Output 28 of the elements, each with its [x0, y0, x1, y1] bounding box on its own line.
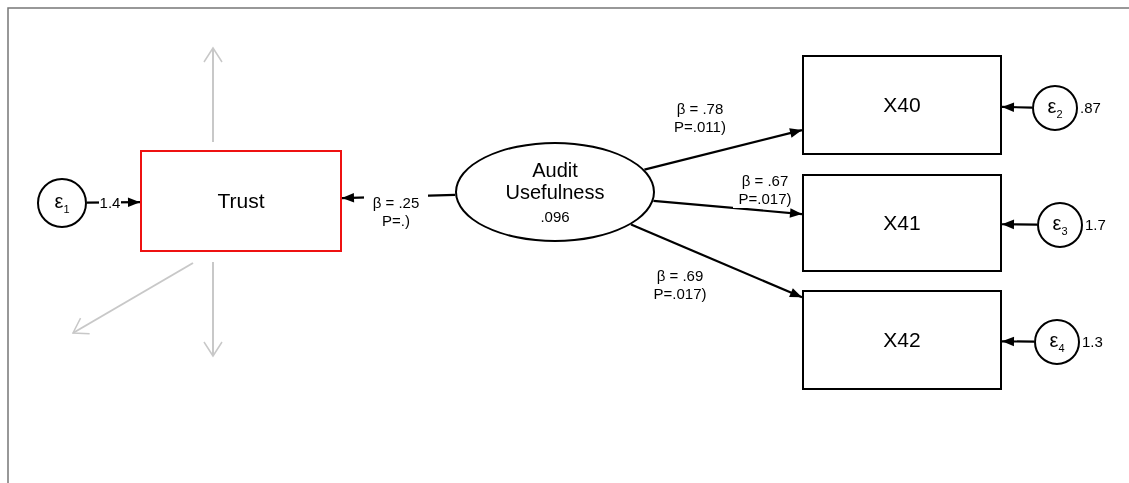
variable-box [802, 174, 1002, 272]
error-circle [1032, 85, 1078, 131]
node-label: X40 [883, 93, 921, 117]
node-label: ε$_{2}$ [1047, 95, 1063, 121]
arrow [653, 199, 803, 218]
variable-box [140, 150, 342, 252]
variance-value: 1.7 [1085, 216, 1106, 233]
node-label: X41 [883, 211, 921, 235]
arrow [1002, 336, 1034, 347]
arrow [644, 128, 803, 171]
node-label: X42 [883, 328, 921, 352]
edge-label: β = .25 P=.) [364, 194, 428, 230]
arrow [1001, 102, 1033, 112]
variable-box [802, 290, 1002, 390]
error-circle [1034, 319, 1080, 365]
node-label: ε$_{4}$ [1049, 329, 1065, 355]
node-label: Audit Usefulness [504, 158, 606, 203]
arrow [1002, 219, 1037, 230]
variance-value: .87 [1080, 99, 1101, 116]
error-circle [1037, 202, 1083, 248]
error-circle [37, 178, 87, 228]
arrow [630, 223, 803, 299]
variance-value: 1.3 [1082, 333, 1103, 350]
node-label: Trust [217, 189, 265, 213]
node-label: ε$_{1}$ [54, 190, 70, 216]
variable-box [802, 55, 1002, 155]
node-label: ε$_{3}$ [1052, 212, 1068, 238]
variance-value: .096 [540, 208, 570, 226]
